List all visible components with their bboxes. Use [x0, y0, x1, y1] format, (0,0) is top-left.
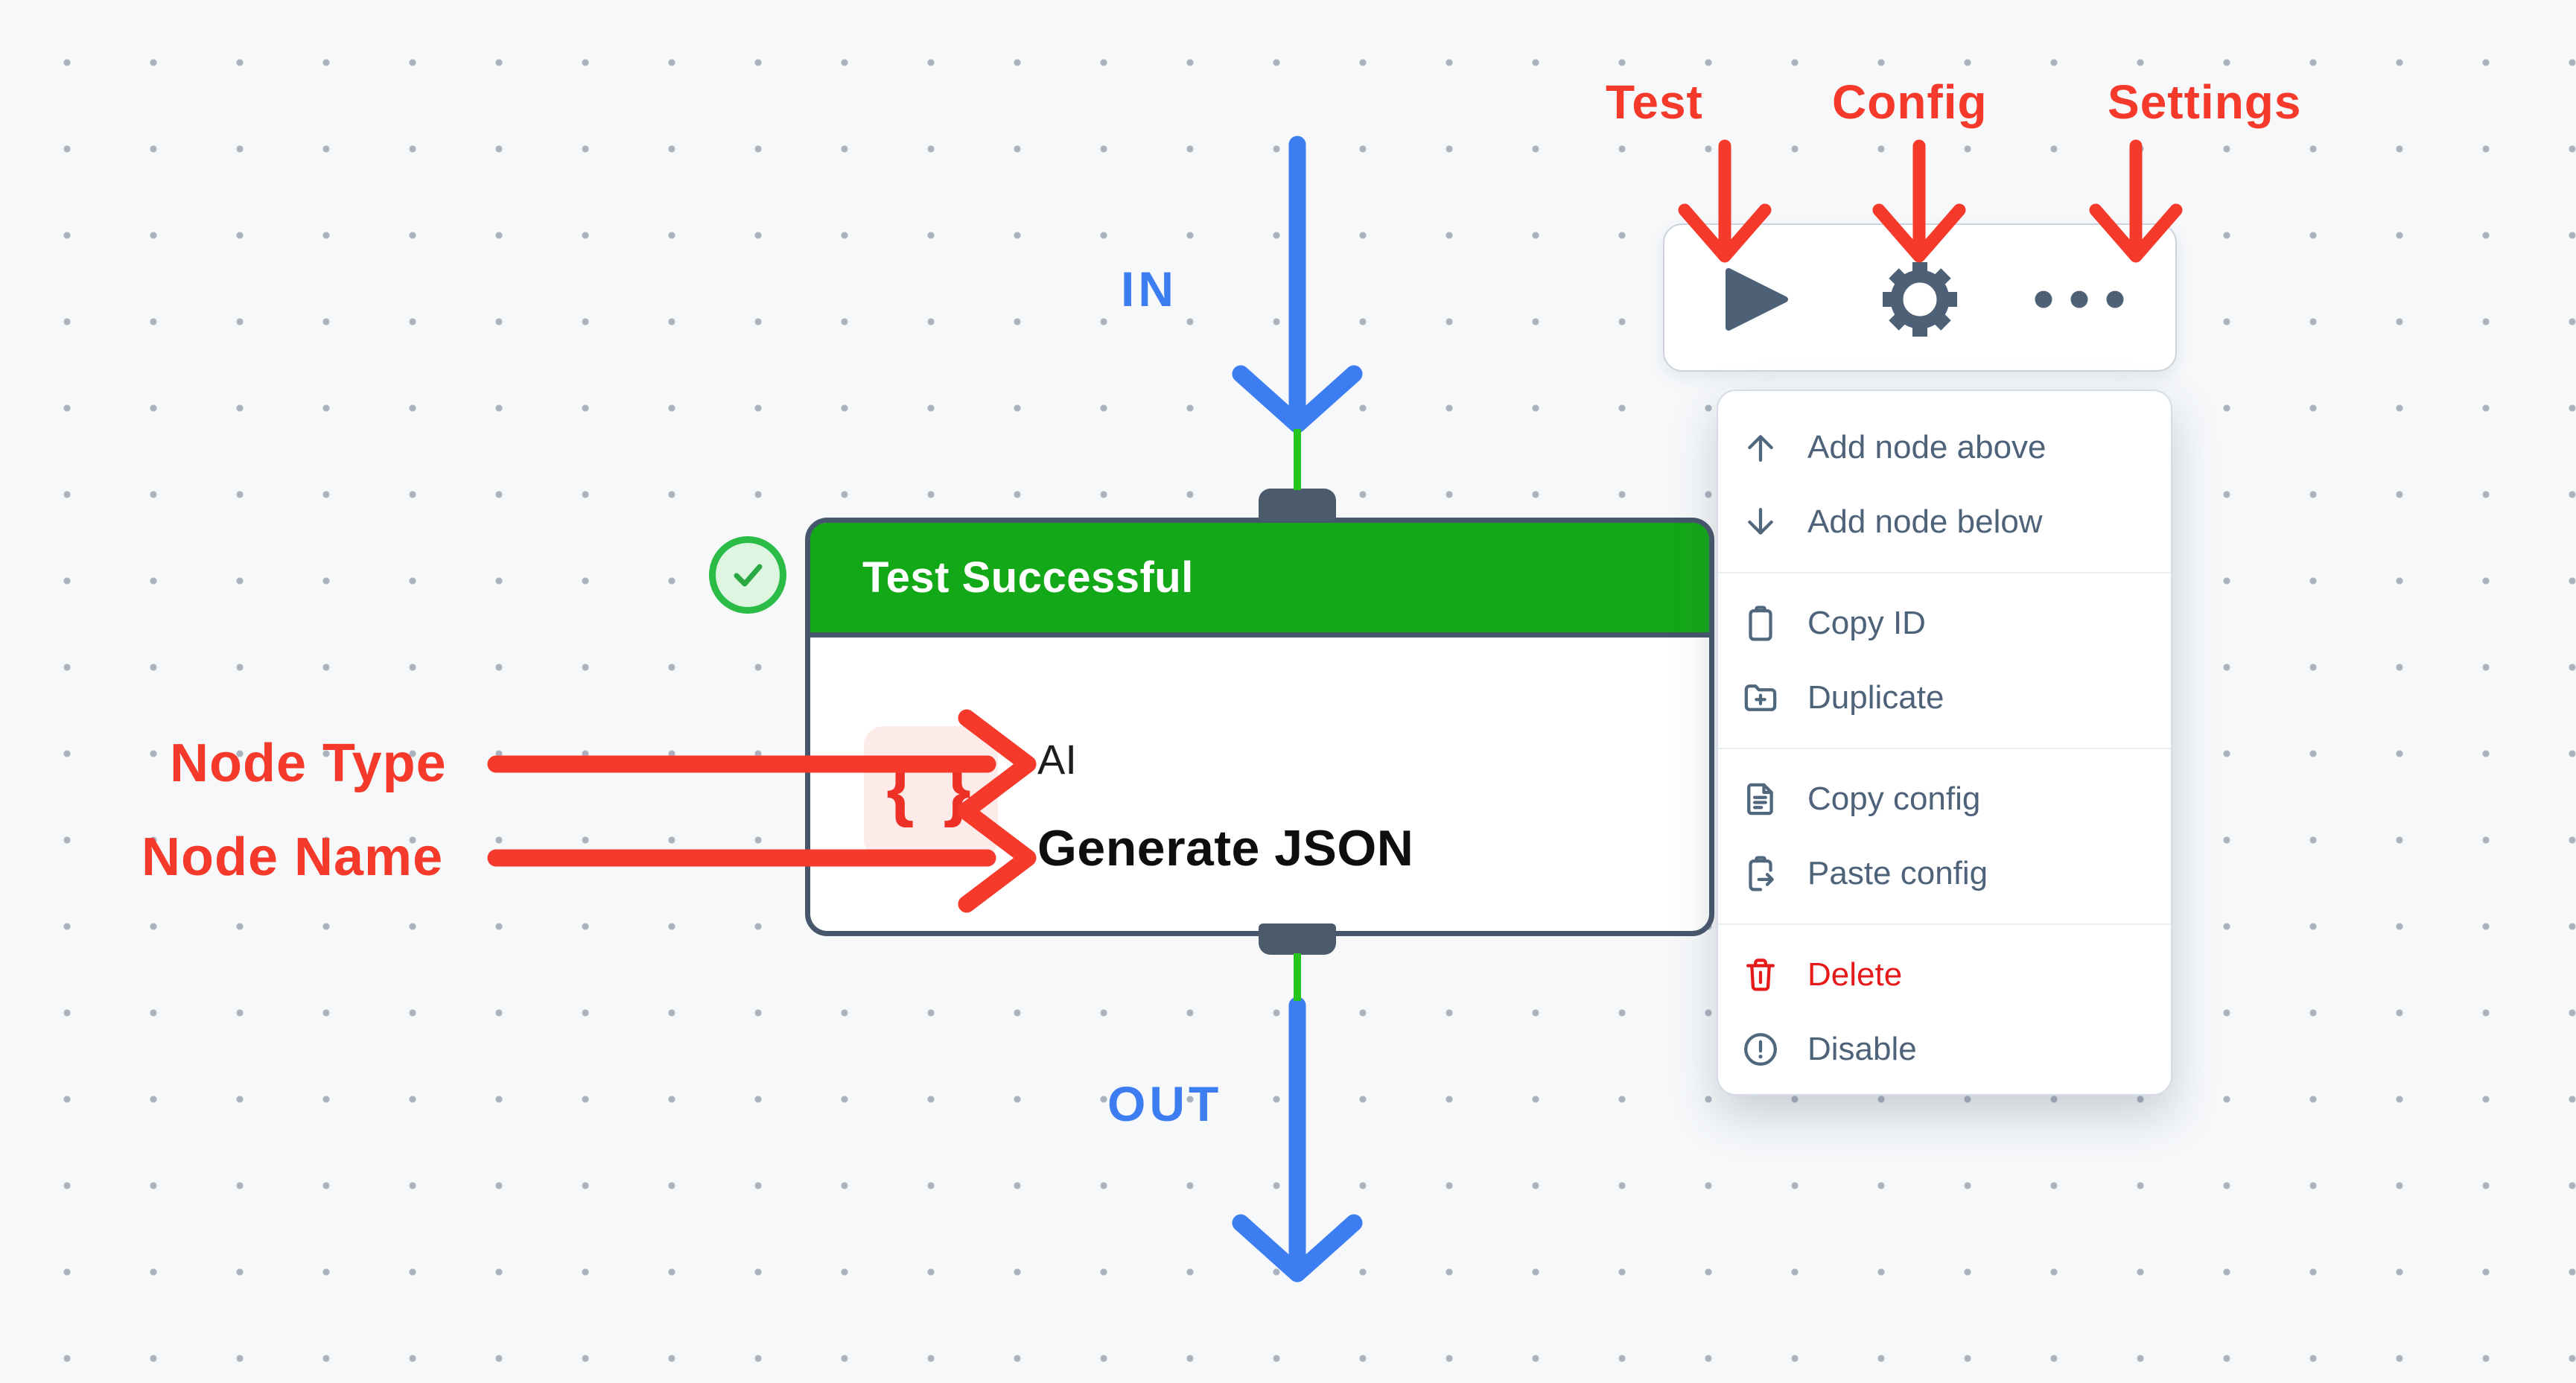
in-label: IN	[1121, 261, 1177, 317]
menu-item-add-node-below[interactable]: Add node below	[1718, 485, 2171, 559]
menu-item-delete[interactable]: Delete	[1718, 938, 2171, 1012]
curly-braces-icon: { }	[864, 726, 998, 859]
node-name-value: Generate JSON	[1037, 820, 1414, 877]
menu-divider	[1718, 572, 2171, 573]
in-flow-arrow	[1232, 136, 1363, 433]
menu-item-copy-id[interactable]: Copy ID	[1718, 586, 2171, 661]
menu-item-label: Add node above	[1807, 429, 2047, 465]
test-run-button[interactable]	[1723, 264, 1791, 335]
annotation-config-label: Config	[1832, 75, 1988, 129]
settings-more-button[interactable]	[2027, 290, 2131, 308]
play-icon	[1726, 268, 1788, 331]
annotation-settings-label: Settings	[2108, 75, 2302, 129]
input-port-handle[interactable]	[1259, 489, 1336, 521]
alert-circle-icon	[1740, 1029, 1781, 1069]
menu-item-duplicate[interactable]: Duplicate	[1718, 661, 2171, 735]
clipboard-paste-icon	[1740, 853, 1781, 894]
arrow-down-icon	[1740, 502, 1781, 542]
menu-item-label: Copy ID	[1807, 605, 1926, 641]
annotation-node-type-label: Node Type	[170, 734, 447, 793]
config-button[interactable]	[1875, 255, 1965, 344]
check-circle-icon	[709, 536, 786, 614]
arrow-up-icon	[1740, 427, 1781, 468]
menu-item-label: Copy config	[1807, 780, 1981, 817]
annotation-test-label: Test	[1606, 75, 1703, 129]
node-body: { } AI Generate JSON	[810, 638, 1709, 936]
menu-item-label: Disable	[1807, 1031, 1917, 1067]
curly-braces-glyph: { }	[886, 748, 976, 828]
node-toolbar	[1663, 223, 2177, 372]
file-text-icon	[1740, 779, 1781, 819]
trash-icon	[1740, 955, 1781, 995]
clipboard-icon	[1740, 603, 1781, 643]
menu-item-label: Paste config	[1807, 855, 1988, 891]
gear-icon	[1883, 262, 1957, 337]
ellipsis-icon	[2035, 290, 2124, 308]
menu-item-label: Delete	[1807, 956, 1903, 993]
node-status-text: Test Successful	[862, 553, 1194, 602]
menu-item-add-node-above[interactable]: Add node above	[1718, 410, 2171, 485]
menu-item-copy-config[interactable]: Copy config	[1718, 762, 2171, 836]
node-context-menu: Add node above Add node below Copy ID	[1717, 390, 2172, 1096]
annotation-node-name-label: Node Name	[141, 827, 444, 887]
out-label: OUT	[1107, 1076, 1223, 1131]
menu-item-disable[interactable]: Disable	[1718, 1012, 2171, 1087]
menu-item-label: Add node below	[1807, 503, 2043, 540]
workflow-node[interactable]: Test Successful { } AI Generate JSON	[805, 518, 1714, 936]
node-type-value: AI	[1037, 736, 1077, 783]
output-port-handle[interactable]	[1259, 923, 1336, 955]
menu-divider	[1718, 748, 2171, 749]
out-flow-arrow	[1232, 996, 1363, 1282]
checkmark-glyph	[734, 564, 763, 587]
menu-item-label: Duplicate	[1807, 679, 1944, 716]
menu-item-paste-config[interactable]: Paste config	[1718, 836, 2171, 911]
menu-divider	[1718, 923, 2171, 925]
folder-plus-icon	[1740, 678, 1781, 718]
node-status-banner: Test Successful	[810, 523, 1709, 638]
